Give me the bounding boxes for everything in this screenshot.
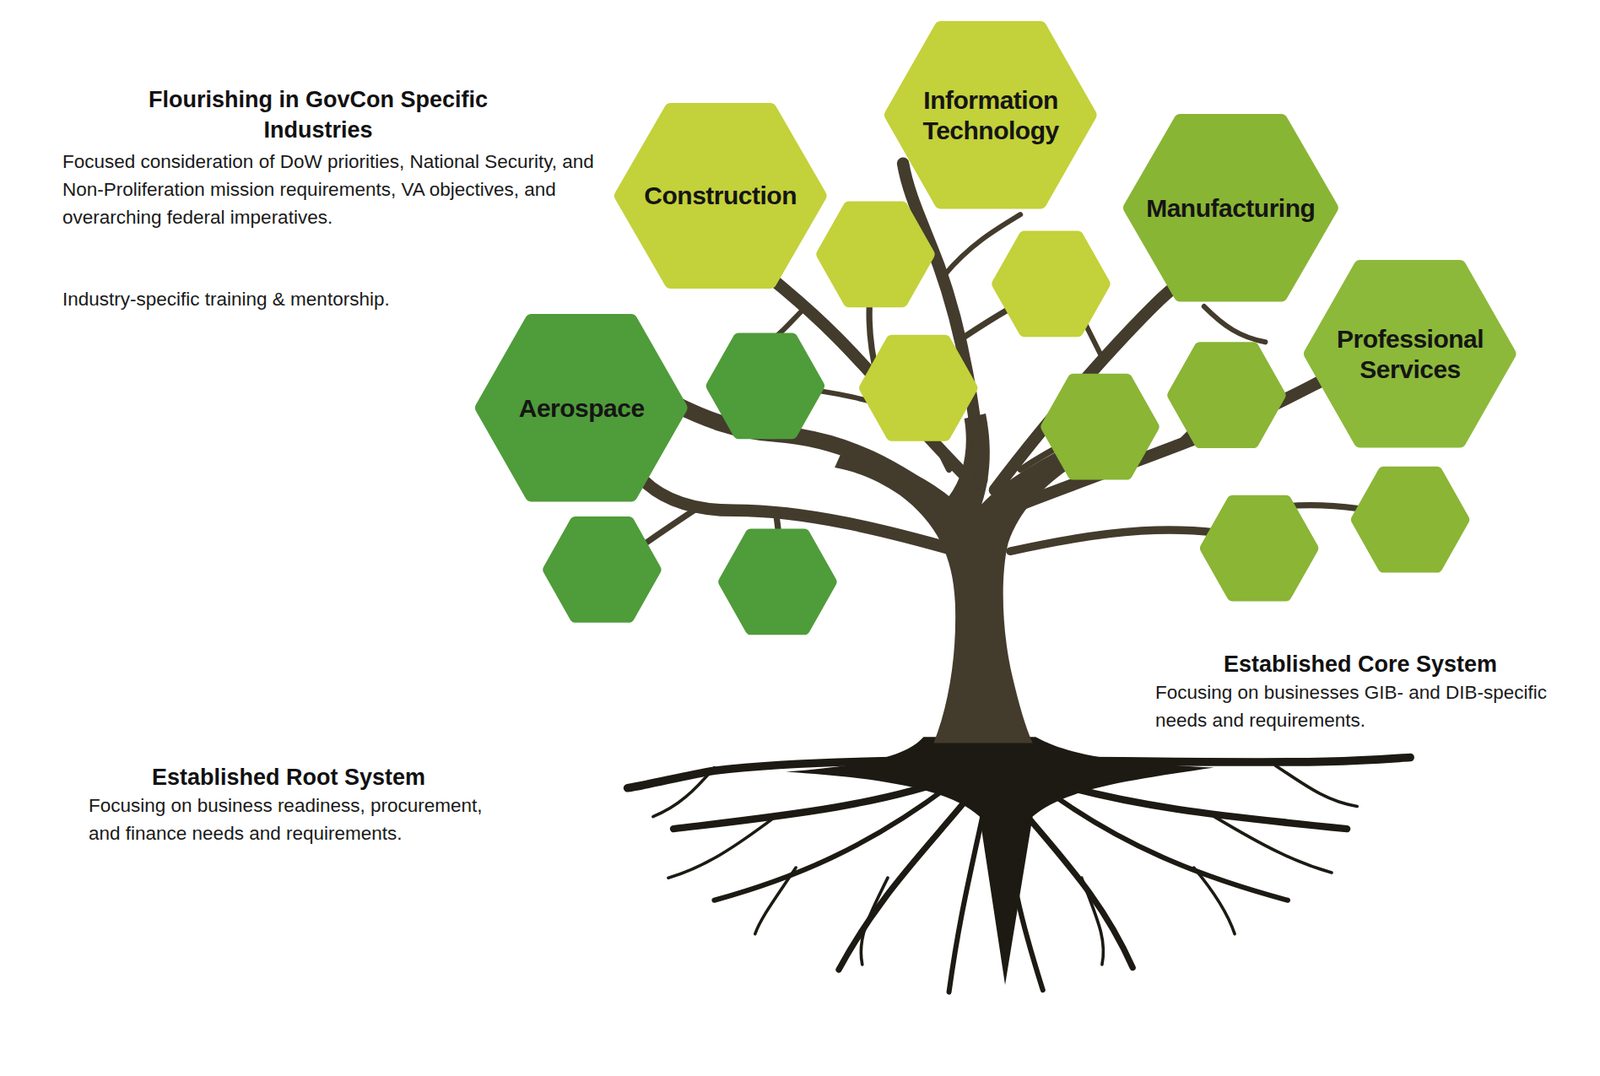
- small-hexagon: [1173, 348, 1281, 443]
- industry-name: Professional Services: [1308, 324, 1512, 385]
- section-heading: Established Root System: [111, 762, 466, 793]
- section-heading: Flourishing in GovCon Specific Industrie…: [140, 84, 496, 146]
- hexagon-outline: [621, 109, 821, 282]
- industry-hexagon: Manufacturing: [1123, 113, 1339, 302]
- industry-hexagon: Information Technology: [884, 21, 1098, 209]
- small-hexagon: [822, 207, 930, 302]
- small-hexagon: [549, 522, 656, 617]
- hexagon-outline: [1310, 266, 1510, 441]
- small-hexagon: [1047, 379, 1154, 474]
- small-hexagon: [864, 340, 972, 435]
- small-hexagon: [1356, 472, 1464, 567]
- industry-hexagon: Professional Services: [1303, 259, 1517, 448]
- section-heading: Established Core System: [1183, 648, 1538, 680]
- industry-name: Manufacturing: [1145, 193, 1315, 224]
- section-description: Industry-specific training & mentorship.: [62, 285, 603, 314]
- industry-name: Construction: [643, 180, 797, 211]
- industry-name: Aerospace: [518, 393, 645, 424]
- small-hexagon: [1205, 501, 1313, 595]
- hexagon-outline: [481, 320, 682, 495]
- hexagon-shape: [1303, 259, 1517, 448]
- section-description: Focused consideration of DoW priorities,…: [62, 147, 603, 232]
- roots: [627, 736, 1411, 992]
- hexagon-outline: [891, 27, 1091, 202]
- hexagon-shape: [884, 21, 1098, 209]
- industry-name: Information Technology: [893, 85, 1088, 146]
- hexagon-outline: [1129, 120, 1332, 295]
- small-hexagon: [998, 237, 1105, 331]
- industry-hexagon: Construction: [614, 102, 828, 289]
- root-base: [785, 736, 1215, 985]
- section-description: Focusing on business readiness, procurem…: [88, 791, 511, 848]
- small-hexagon: [712, 339, 819, 433]
- small-hexagon: [724, 535, 832, 629]
- industry-hexagon: Aerospace: [475, 313, 688, 502]
- section-description: Focusing on businesses GIB- and DIB-spec…: [1155, 678, 1582, 735]
